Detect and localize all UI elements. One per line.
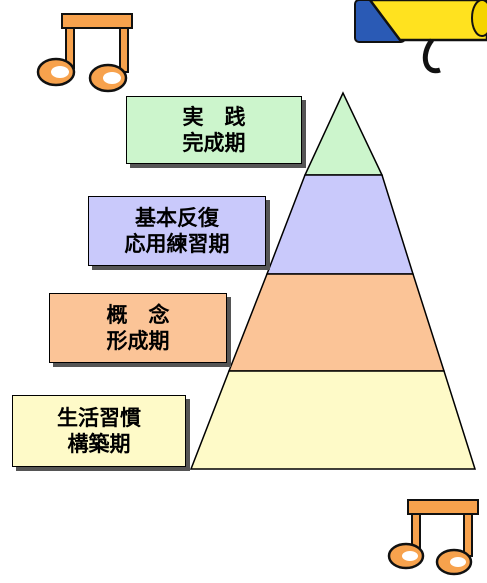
stage-label-lifestyle: 生活習慣 構築期 [12,395,186,467]
stage-label-line2: 完成期 [182,131,246,155]
stage-label-line1: 基本反復 [135,206,219,230]
stage-label-line1: 概 念 [106,303,170,327]
stage-label-line1: 実 践 [182,105,246,129]
stage-label-concept: 概 念 形成期 [49,293,227,363]
pyramid-tier-base [189,370,477,470]
stage-label-line1: 生活習慣 [57,406,141,430]
stage-label-line2: 応用練習期 [124,232,230,256]
music-note-icon [36,13,133,93]
pyramid-tier-upper-middle [265,174,415,275]
stage-label-line2: 構築期 [67,432,131,456]
stage-label-basic-repetition: 基本反復 応用練習期 [88,196,266,266]
stage-label-line2: 形成期 [106,329,170,353]
stage-label-practice: 実 践 完成期 [126,96,302,164]
music-note-icon [387,499,479,576]
pyramid-tier-top [303,91,384,176]
megaphone-icon [354,0,487,74]
pyramid-tier-lower-middle [227,273,446,372]
